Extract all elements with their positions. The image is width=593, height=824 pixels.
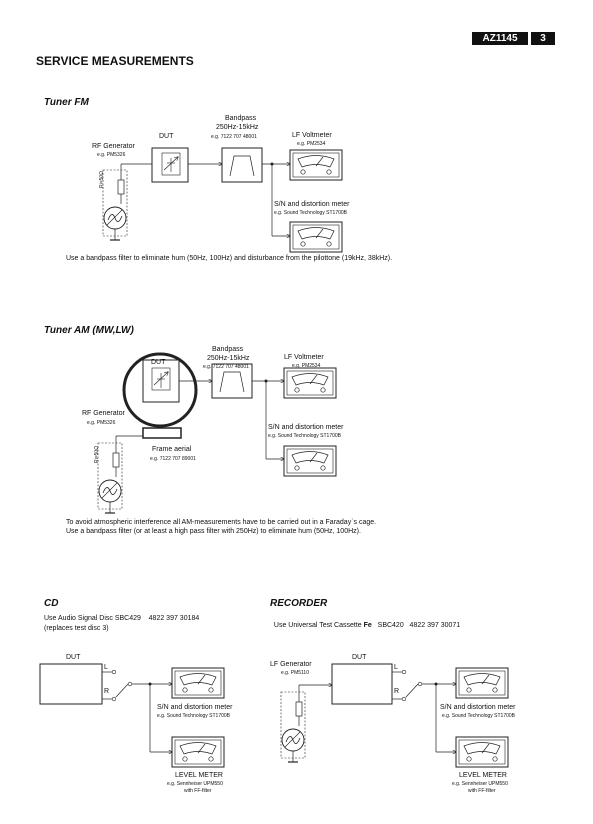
fm-ri-label: Ri=50Ω	[99, 171, 105, 188]
am-frame-aerial-label: Frame aerial	[152, 446, 192, 453]
cd-l-label: L	[104, 664, 108, 671]
cd-heading: CD	[44, 598, 59, 609]
recorder-sn-meter-label: S/N and distortion meter	[440, 704, 516, 711]
recorder-l-label: L	[394, 664, 398, 671]
fm-bandpass-eg: e.g. 7122 707 48001	[211, 134, 257, 140]
am-note-2: Use a bandpass filter (or at least a hig…	[66, 528, 361, 535]
cd-sn-meter-eg: e.g. Sound Technology ST1700B	[157, 713, 231, 719]
recorder-diagram	[280, 663, 509, 768]
cd-line-2: (replaces test disc 3)	[44, 625, 109, 632]
am-bandpass-range: 250Hz-15kHz	[207, 355, 250, 362]
am-heading: Tuner AM (MW,LW)	[44, 325, 134, 336]
fm-diagram	[102, 147, 343, 253]
recorder-level-meter-eg: e.g. Sennheiser UPM550	[452, 781, 508, 787]
recorder-level-meter-eg2: with FF-filter	[468, 788, 496, 794]
fm-rf-generator-label: RF Generator	[92, 143, 135, 150]
model-badge: AZ1145	[472, 32, 528, 45]
fm-sn-meter-eg: e.g. Sound Technology ST1700B	[274, 210, 348, 216]
am-lf-voltmeter-label: LF Voltmeter	[284, 354, 324, 361]
recorder-sn-meter-eg: e.g. Sound Technology ST1700B	[442, 713, 516, 719]
cd-line-1: Use Audio Signal Disc SBC429 4822 397 30…	[44, 615, 200, 622]
cd-dut-label: DUT	[66, 654, 81, 661]
fm-sn-meter-label: S/N and distortion meter	[274, 201, 350, 208]
cd-diagram	[39, 663, 225, 768]
page-number: 3	[531, 32, 555, 45]
am-ri-label: Ri=50Ω	[94, 446, 100, 463]
am-diagram	[97, 352, 337, 514]
fm-rf-generator-eg: e.g. PM5326	[97, 152, 126, 158]
recorder-r-label: R	[394, 688, 400, 695]
fm-lf-voltmeter-label: LF Voltmeter	[292, 132, 332, 139]
am-frame-aerial-eg: e.g. 7122 707 89001	[150, 456, 196, 462]
fm-lf-voltmeter-eg: e.g. PM2534	[297, 141, 326, 147]
am-dut-label: DUT	[151, 359, 166, 366]
am-sn-meter-label: S/N and distortion meter	[268, 424, 344, 431]
am-rf-generator-eg: e.g. PM5326	[87, 420, 116, 426]
recorder-lf-generator-label: LF Generator	[270, 661, 312, 668]
recorder-line-1-fe: Fe	[363, 622, 372, 629]
am-note-1: To avoid atmospheric interference all AM…	[66, 519, 377, 526]
recorder-level-meter-label: LEVEL METER	[459, 772, 507, 779]
recorder-line-1-post: SBC420 4822 397 30071	[371, 622, 461, 629]
fm-bandpass-label: Bandpass	[225, 115, 257, 122]
fm-bandpass-range: 250Hz-15kHz	[216, 124, 259, 131]
recorder-line-1-pre: Use Universal Test Cassette	[273, 622, 364, 629]
fm-dut-label: DUT	[159, 133, 174, 140]
recorder-lf-generator-eg: e.g. PM5110	[281, 670, 309, 676]
am-bandpass-eg: e.g. 7122 707 48001	[203, 364, 249, 370]
am-rf-generator-label: RF Generator	[82, 410, 125, 417]
page-title: SERVICE MEASUREMENTS	[36, 54, 194, 68]
fm-heading: Tuner FM	[44, 97, 89, 108]
recorder-line-1: Use Universal Test Cassette Fe SBC420 48…	[270, 615, 460, 629]
am-bandpass-label: Bandpass	[212, 346, 244, 353]
recorder-heading: RECORDER	[270, 598, 328, 609]
cd-level-meter-eg2: with FF-filter	[184, 788, 212, 794]
fm-note: Use a bandpass filter to eliminate hum (…	[66, 255, 393, 262]
cd-sn-meter-label: S/N and distortion meter	[157, 704, 233, 711]
recorder-dut-label: DUT	[352, 654, 367, 661]
am-lf-voltmeter-eg: e.g. PM2534	[292, 363, 321, 369]
am-sn-meter-eg: e.g. Sound Technology ST1700B	[268, 433, 342, 439]
cd-level-meter-eg: e.g. Sennheiser UPM550	[167, 781, 223, 787]
cd-r-label: R	[104, 688, 110, 695]
cd-level-meter-label: LEVEL METER	[175, 772, 223, 779]
